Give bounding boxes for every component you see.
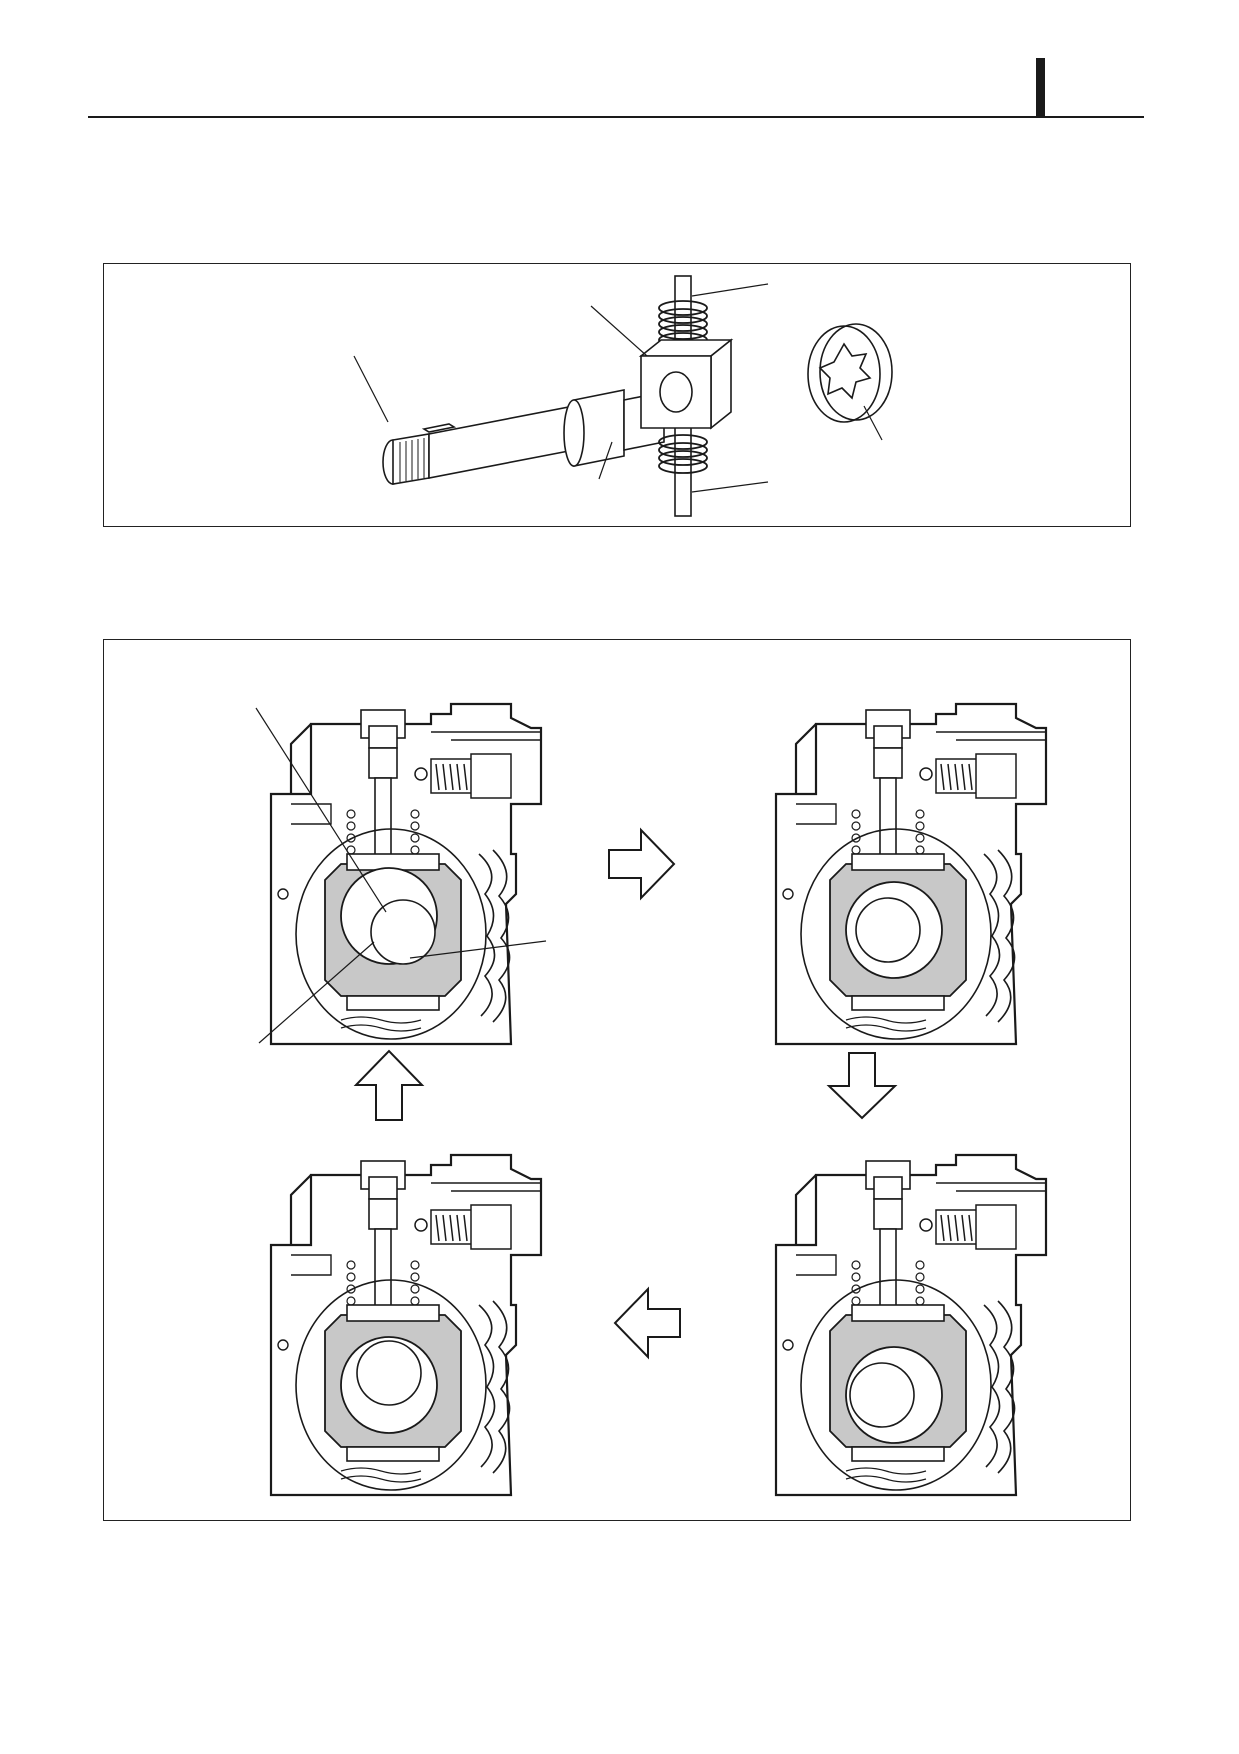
leader-lines (353, 283, 883, 493)
arrow-up-icon (353, 1049, 425, 1121)
stage-1-leader-lines (255, 707, 547, 1044)
arrow-down-icon (826, 1052, 898, 1120)
lower-spring (658, 434, 708, 474)
operation-cycle-drawing (255, 702, 1048, 1497)
arrow-left-icon (613, 1286, 681, 1360)
arrow-right-icon (608, 827, 676, 901)
gear-rotor (807, 323, 893, 423)
cycle-stage-3 (774, 1153, 1048, 1497)
threaded-shaft-end (382, 433, 430, 485)
assembly-figure-frame (103, 263, 1131, 527)
shaft-collar (563, 389, 625, 467)
cycle-stage-4 (269, 1153, 543, 1497)
cycle-stage-1 (269, 702, 543, 1046)
cycle-stage-2 (774, 702, 1048, 1046)
section-tab-marker (1036, 58, 1045, 118)
header-rule (88, 116, 1144, 118)
drive-shaft (428, 405, 575, 479)
operation-cycle-frame (103, 639, 1131, 1521)
shaft-key (421, 423, 457, 433)
cycle-arrows (353, 827, 898, 1360)
shaft-assembly-drawing (353, 275, 893, 517)
cam-block (638, 338, 734, 430)
